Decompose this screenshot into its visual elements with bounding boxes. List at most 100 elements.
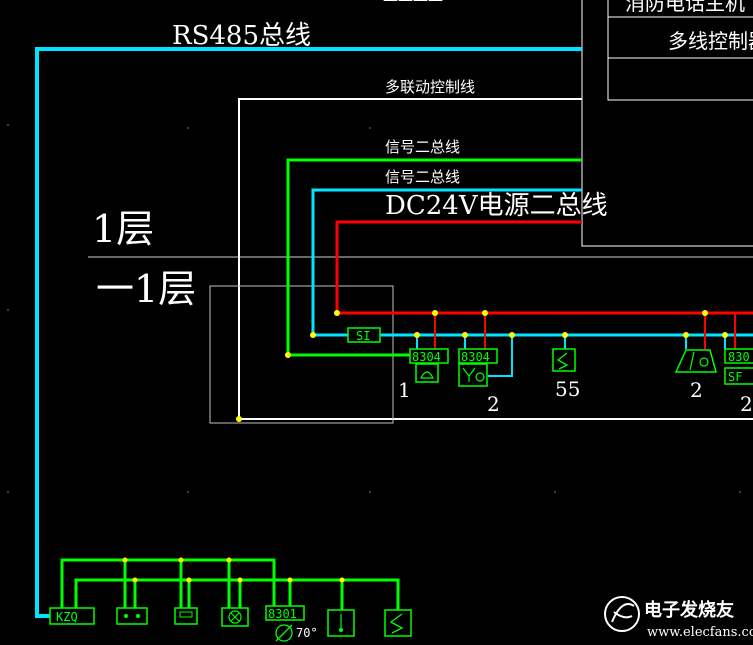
- lamp-device-box: [221, 607, 249, 627]
- bottom-device-2: [116, 607, 148, 625]
- junction-dot: [178, 557, 184, 563]
- controller-panel: [607, 0, 753, 101]
- control-line-path: [238, 98, 753, 420]
- junction-dot: [432, 310, 438, 316]
- lamp-icon-cross: [230, 612, 240, 622]
- signal-bus-2-label: 信号二总线: [385, 168, 460, 186]
- junction-dot: [285, 352, 291, 358]
- controller-cabinet-outline: [581, 0, 753, 247]
- junction-dot: [414, 332, 420, 338]
- watermark-logo-icon: [604, 596, 640, 632]
- multiline-controller-label: 多线控制器: [668, 29, 753, 53]
- controller-frame: 消防电话主机 多线控制器: [581, 0, 753, 247]
- junction-dot: [132, 577, 138, 583]
- bottom-bus-inner: [74, 578, 400, 610]
- junction-dot: [482, 310, 488, 316]
- rs485-label: RS485总线: [172, 21, 311, 51]
- damper-icon: [275, 624, 293, 642]
- smoke-detector-icon: [552, 348, 576, 372]
- bell-icon-shape: [420, 371, 434, 379]
- signal-bus-cyan: 信号二总线: [311, 168, 753, 337]
- smoke-detector-bottom-wave: [389, 613, 404, 634]
- power-bus-label: DC24V电源二总线: [385, 191, 608, 221]
- top-cut-label: 消防电话主机: [625, 0, 745, 15]
- device-8304-a-label: 8304: [412, 350, 441, 364]
- bottom-device-6: [327, 609, 355, 637]
- junction-dot: [186, 577, 192, 583]
- floor-minus-1-label: 一1层: [96, 267, 196, 311]
- device-8304-b-label: 8304: [461, 350, 490, 364]
- device-8301-box: [265, 605, 305, 621]
- smoke-detector-bottom-box: [384, 609, 412, 637]
- device-830-partial: 830 SF: [724, 348, 753, 385]
- kzq-box: [49, 607, 95, 625]
- display-icon: [179, 611, 193, 618]
- si-module-box: [347, 327, 381, 343]
- manual-alarm-icon-circle: [699, 357, 709, 367]
- smoke-detector-wave: [556, 352, 569, 370]
- manual-alarm-icon-line: [689, 351, 695, 371]
- speaker-icon-y: [462, 367, 476, 382]
- count-55: 55: [555, 377, 580, 401]
- device-8304-b-box: [458, 348, 498, 364]
- count-2b: 2: [690, 378, 703, 402]
- top-cut-row: 一一一一: [383, 0, 443, 10]
- junction-dot: [509, 332, 515, 338]
- damper-angle-label: 70°: [296, 626, 318, 640]
- si-module: SI: [347, 327, 381, 343]
- valve-icon-dot: [339, 628, 343, 632]
- junction-dot: [722, 332, 728, 338]
- junction-dot: [236, 416, 242, 422]
- drop-cyan-c: [488, 335, 513, 377]
- manual-alarm-icon: [674, 349, 717, 373]
- manual-alarm-device: [674, 349, 717, 373]
- watermark-name: 电子发烧友: [644, 599, 734, 621]
- junction-dot: [237, 577, 243, 583]
- kzq-label: KZQ: [56, 610, 78, 624]
- speaker-icon: [458, 363, 488, 387]
- signal-bus-1-label: 信号二总线: [385, 138, 460, 156]
- display-device-box: [174, 607, 198, 625]
- device-8304-a: 8304: [409, 348, 449, 383]
- rs485-bus: RS485总线: [35, 21, 582, 618]
- junction-dot: [287, 577, 293, 583]
- junction-dot: [310, 332, 316, 338]
- multi-linkage-control-line: 多联动控制线: [238, 78, 753, 420]
- junction-dot: [226, 557, 232, 563]
- junction-dot: [339, 577, 345, 583]
- dual-dot-device-box: [116, 607, 148, 625]
- power-bus-red-path: [335, 220, 753, 315]
- rs485-bus-path: [35, 47, 582, 618]
- junction-dots: [236, 310, 728, 422]
- device-8304-a-box: [409, 348, 449, 364]
- smoke-detector: [552, 348, 576, 372]
- multi-linkage-label: 多联动控制线: [385, 78, 475, 96]
- device-sf-box: [724, 367, 753, 385]
- lamp-icon: [228, 610, 242, 624]
- bottom-junction-dots: [122, 557, 345, 583]
- junction-dot: [462, 332, 468, 338]
- junction-dot: [683, 332, 689, 338]
- watermark-logo-swirl: [611, 603, 635, 623]
- dot-icon: [124, 614, 128, 618]
- device-830-label: 830: [728, 350, 750, 364]
- bottom-bus-outer: [60, 558, 276, 608]
- dot-icon: [136, 614, 140, 618]
- watermark: 电子发烧友 www.elecfans.com: [604, 596, 753, 640]
- device-830-box: [724, 348, 753, 364]
- power-bus-red: DC24V电源二总线: [335, 191, 753, 315]
- bottom-device-7: [384, 609, 412, 637]
- junction-dot: [334, 310, 340, 316]
- signal-bus-green-path: [286, 158, 582, 357]
- count-2c: 2: [740, 392, 753, 416]
- bell-icon: [415, 363, 439, 383]
- device-8301: 8301 70°: [265, 605, 318, 642]
- device-sf-label: SF: [728, 370, 742, 384]
- count-2: 2: [487, 392, 500, 416]
- junction-dot: [122, 557, 128, 563]
- count-1: 1: [398, 378, 411, 402]
- speaker-icon-circle: [475, 372, 485, 382]
- device-8301-label: 8301: [268, 607, 297, 621]
